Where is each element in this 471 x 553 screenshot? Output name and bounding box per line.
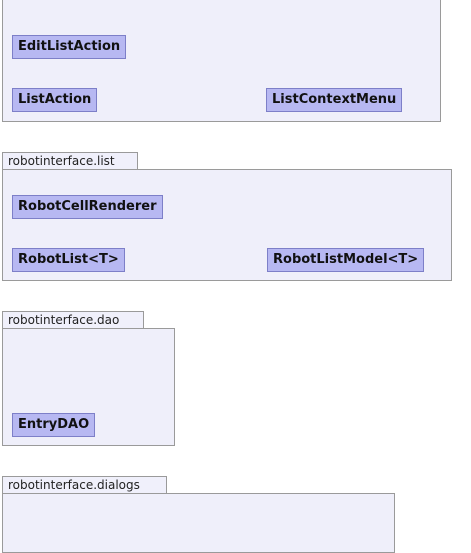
- class-list-action[interactable]: ListAction: [12, 88, 98, 112]
- package-tab-dao: robotinterface.dao: [2, 311, 144, 329]
- package-tab-list: robotinterface.list: [2, 152, 138, 170]
- class-list-context-menu[interactable]: ListContextMenu: [266, 88, 403, 112]
- class-entry-dao[interactable]: EntryDAO: [12, 413, 96, 437]
- class-edit-list-action[interactable]: EditListAction: [12, 35, 127, 59]
- class-robot-cell-renderer[interactable]: RobotCellRenderer: [12, 195, 163, 219]
- class-robot-list-model[interactable]: RobotListModel<T>: [267, 248, 425, 272]
- class-robot-list[interactable]: RobotList<T>: [12, 248, 125, 272]
- package-dialogs-body: [2, 493, 395, 553]
- package-tab-dialogs: robotinterface.dialogs: [2, 476, 167, 494]
